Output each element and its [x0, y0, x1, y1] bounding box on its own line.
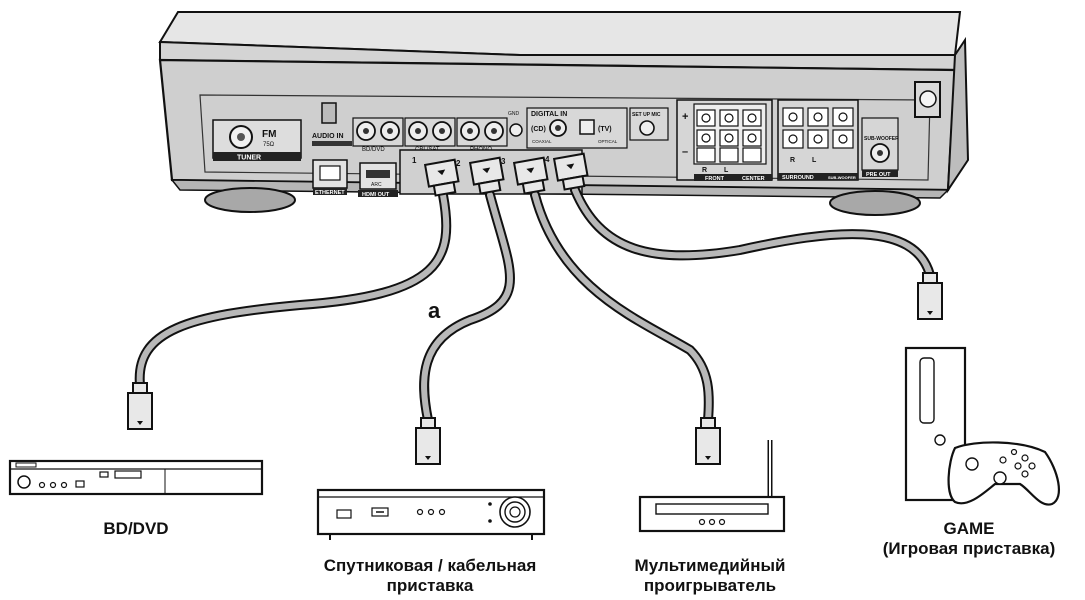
gnd-terminal[interactable] — [509, 123, 523, 137]
hdmi-plugs-receiver — [423, 152, 589, 197]
hdmi-port-1-label: 1 — [412, 156, 417, 165]
satellite-label-line2: приставка — [386, 576, 474, 595]
audio-in-label: AUDIO IN — [312, 133, 344, 140]
rca-cbl-sat[interactable]: CBL/SAT — [404, 117, 456, 153]
front-r-label: R — [702, 167, 707, 174]
game-label-line1: GAME — [943, 519, 995, 538]
speaker-terminals-front-center[interactable]: + – R L FRONT CENTER — [676, 99, 773, 182]
digital-in-section — [526, 107, 628, 149]
front-l-label: L — [724, 167, 729, 174]
bd-dvd-caption: BD/DVD — [76, 519, 196, 539]
fm-sub-label: 75Ω — [263, 142, 275, 148]
media-label-line2: проигрыватель — [643, 576, 777, 595]
optical-label: OPTICAL — [598, 139, 618, 144]
speaker-terminals-surround[interactable]: R L SURROUND SUB-WOOFER — [777, 99, 859, 181]
coaxial-label: COAXIAL — [532, 139, 552, 144]
tv-label: (TV) — [598, 126, 612, 133]
disc-tray — [114, 470, 142, 479]
hdmi-out-label: HDMI OUT — [362, 192, 390, 198]
front-label: FRONT — [705, 176, 725, 182]
cable-label-a: a — [428, 298, 441, 323]
gnd-label: GND — [508, 111, 520, 117]
satellite-caption: Спутниковая / кабельная приставка — [280, 556, 580, 596]
foot-right — [829, 190, 921, 216]
surround-l-label: L — [812, 157, 817, 164]
pre-out-label: PRE OUT — [866, 172, 891, 178]
minus-label: – — [682, 146, 688, 158]
satellite-label-line1: Спутниковая / кабельная — [323, 556, 537, 575]
bd-dvd-player — [8, 459, 264, 496]
tuner-label: TUNER — [237, 155, 261, 162]
cd-label: (CD) — [531, 126, 546, 133]
game-caption: GAME (Игровая приставка) — [855, 519, 1083, 559]
digital-in-label: DIGITAL IN — [531, 111, 567, 118]
game-console — [904, 346, 1060, 506]
subwoofer-label: SUB-WOOFER — [828, 175, 856, 180]
fm-label: FM — [262, 129, 276, 140]
media-label-line1: Мультимедийный — [634, 556, 786, 575]
rca-bd-dvd[interactable]: BD/DVD — [352, 117, 404, 153]
arc-label: ARC — [371, 182, 382, 188]
setup-mic-label: SET UP MIC — [632, 112, 661, 118]
setup-mic-jack[interactable] — [639, 120, 655, 136]
hdmi-port-3-label: 3 — [501, 157, 506, 166]
tuner-section — [212, 119, 302, 159]
foot-left — [204, 187, 296, 213]
subwoofer-pre-out[interactable]: SUB-WOOFER PRE OUT — [861, 117, 899, 178]
hdmi-port-4-label: 4 — [545, 155, 550, 164]
bd-dvd-label: BD/DVD — [103, 519, 169, 538]
satellite-cable-box — [316, 488, 546, 540]
power-button — [17, 475, 31, 489]
optical-jack[interactable] — [579, 119, 595, 135]
plus-label: + — [682, 111, 688, 123]
media-caption: Мультимедийный проигрыватель — [600, 556, 820, 596]
sub-woofer-jack-label: SUB-WOOFER — [864, 136, 899, 142]
center-label: CENTER — [742, 176, 765, 182]
hdmi-port-2-label: 2 — [456, 159, 461, 168]
surround-r-label: R — [790, 157, 795, 164]
surround-label: SURROUND — [782, 175, 814, 181]
hdmi-cables — [134, 185, 935, 425]
game-label-line2: (Игровая приставка) — [882, 539, 1056, 558]
bd-dvd-port-label: BD/DVD — [362, 147, 385, 153]
hdmi-plugs-devices — [127, 272, 943, 465]
ethernet-label: ETHERNET — [315, 190, 345, 196]
media-player — [638, 440, 786, 533]
game-controller — [947, 441, 1060, 506]
